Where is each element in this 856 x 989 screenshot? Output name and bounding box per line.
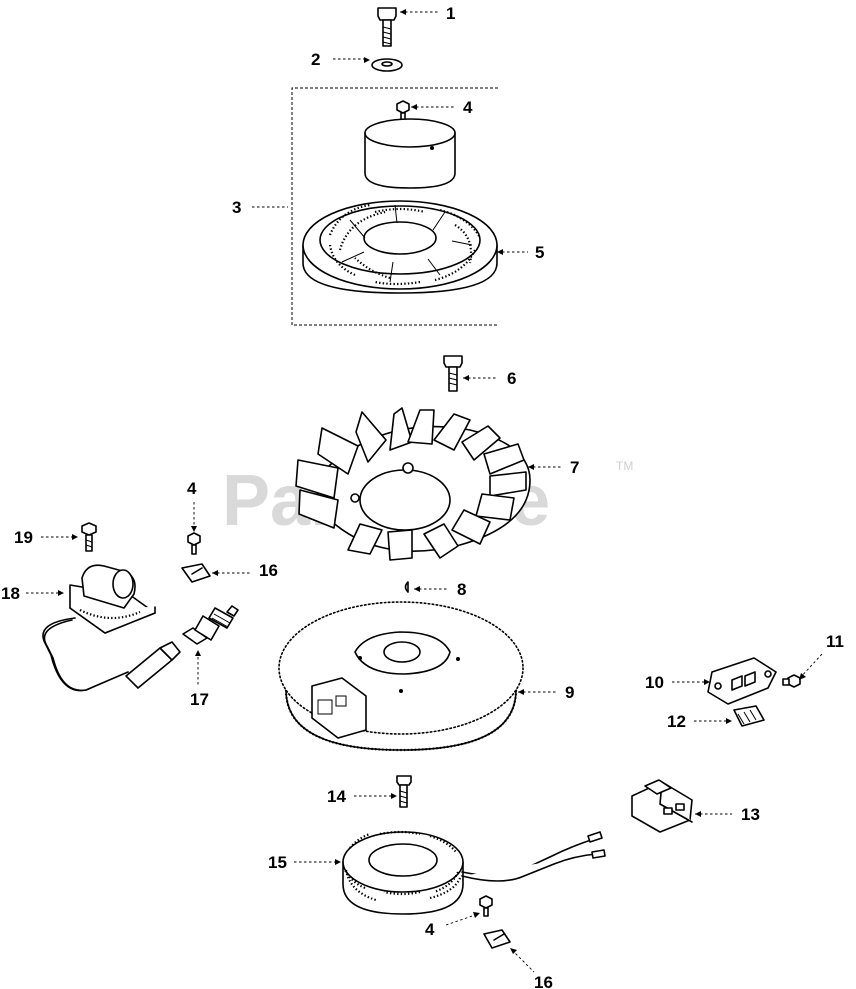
callout-18: 18 <box>1 584 20 603</box>
callout-3: 3 <box>232 198 241 217</box>
callout-17: 17 <box>190 690 209 709</box>
callout-10: 10 <box>645 673 664 692</box>
callout-12: 12 <box>667 712 686 731</box>
part-12-connector[interactable] <box>733 705 765 727</box>
part-4-screw-mid[interactable] <box>187 532 201 555</box>
callout-7: 7 <box>570 458 579 477</box>
assembly-3-bracket <box>291 87 498 326</box>
callout-5: 5 <box>535 243 544 262</box>
callout-16-mid: 16 <box>259 561 278 580</box>
part-10-rectifier[interactable] <box>707 657 777 705</box>
part-2-washer[interactable] <box>371 58 403 72</box>
part-15-stator[interactable] <box>342 830 606 915</box>
part-4-screw-top[interactable] <box>396 100 410 121</box>
part-4-screw-bottom[interactable] <box>479 895 493 917</box>
part-5-cup[interactable] <box>364 118 456 189</box>
callout-1: 1 <box>446 4 455 23</box>
leader-lines <box>26 9 823 973</box>
part-6-bolt[interactable] <box>443 355 463 392</box>
callout-16-bottom: 16 <box>534 973 553 989</box>
watermark-tm: TM <box>616 459 633 473</box>
callout-13: 13 <box>741 805 760 824</box>
callout-9: 9 <box>565 683 574 702</box>
callout-4-bottom: 4 <box>425 920 435 939</box>
callout-4-mid: 4 <box>187 479 197 498</box>
callout-15: 15 <box>268 853 287 872</box>
callout-14: 14 <box>327 787 346 806</box>
callouts: 1 2 3 4 5 6 7 4 8 9 10 11 12 13 14 15 4 … <box>1 4 844 989</box>
part-5-grille[interactable] <box>302 200 498 294</box>
callout-2: 2 <box>311 50 320 69</box>
part-19-screw[interactable] <box>81 522 97 552</box>
part-18-ignition-module[interactable] <box>42 564 181 692</box>
part-8-key[interactable] <box>404 581 409 593</box>
callout-4-top: 4 <box>463 98 473 117</box>
part-11-screw[interactable] <box>782 674 801 688</box>
callout-6: 6 <box>507 369 516 388</box>
part-1-bolt[interactable] <box>377 7 397 47</box>
part-14-bolt[interactable] <box>396 775 412 808</box>
part-17-spark-plug[interactable] <box>182 605 239 645</box>
part-9-flywheel[interactable] <box>278 601 524 752</box>
callout-11: 11 <box>826 632 844 651</box>
part-16-clip-mid[interactable] <box>181 563 211 583</box>
callout-8: 8 <box>457 580 466 599</box>
part-16-clip-bottom[interactable] <box>483 929 511 949</box>
part-13-plug[interactable] <box>631 779 693 833</box>
part-7-fan[interactable] <box>295 407 531 561</box>
callout-19: 19 <box>14 528 33 547</box>
